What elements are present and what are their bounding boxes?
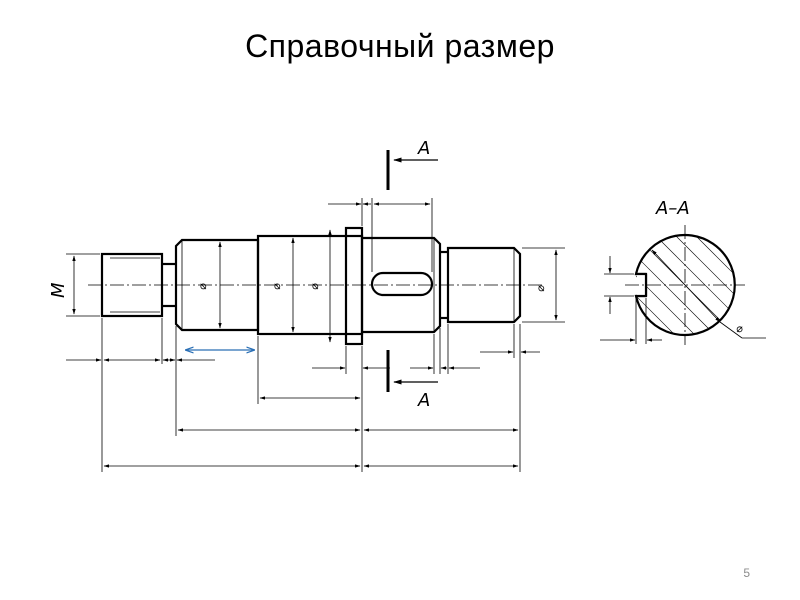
diameter-dimensions: М ⌀ ⌀ ⌀ ⌀ (48, 229, 565, 343)
diameter-label-4: ⌀ (534, 285, 547, 292)
extension-lines (101, 198, 521, 472)
section-diameter-label: ⌀ (736, 322, 743, 335)
section-view-label: А–А (655, 198, 690, 219)
length-dimensions (66, 202, 540, 468)
diameter-label-3: ⌀ (308, 283, 321, 290)
collar (344, 226, 364, 346)
cut-label-top: А (417, 138, 430, 159)
shaft-outline (88, 226, 545, 346)
thread-label: М (48, 282, 69, 298)
cut-label-bottom: А (417, 390, 430, 411)
keyway-slot (370, 271, 434, 297)
page-number: 5 (743, 566, 750, 580)
section-view: А–А ⌀ (600, 198, 766, 345)
slide-title: Справочный размер (245, 28, 555, 64)
diameter-label-2: ⌀ (270, 283, 283, 290)
section-cut-marker-top: А (386, 138, 438, 190)
section-cut-marker-bottom: А (386, 350, 438, 411)
section-outline (634, 233, 736, 337)
diameter-label-1: ⌀ (196, 283, 209, 290)
